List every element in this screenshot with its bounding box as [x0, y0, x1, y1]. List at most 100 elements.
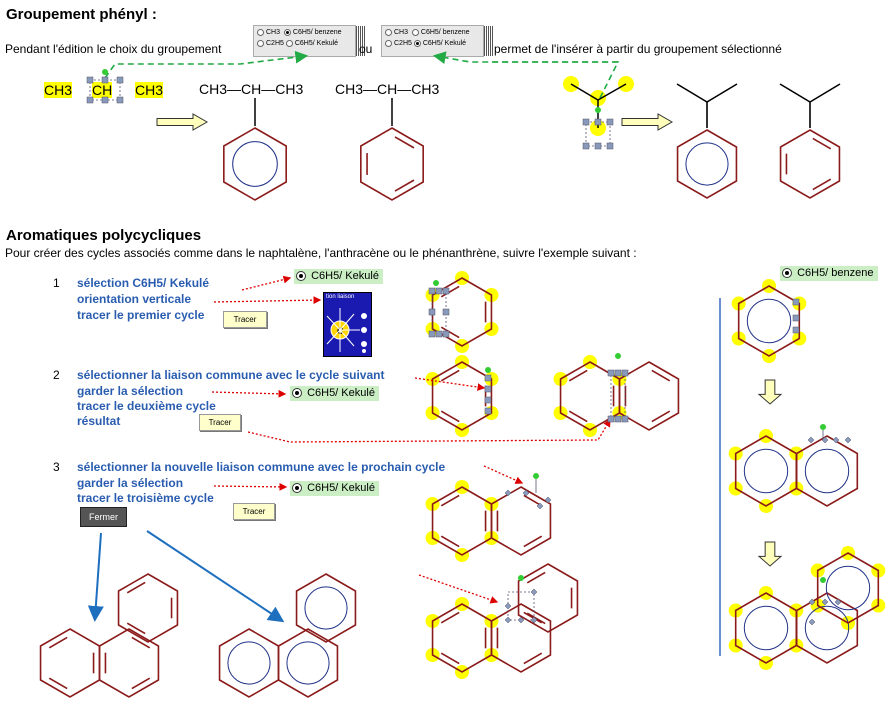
- selection-handle: [821, 598, 829, 606]
- radio-selected-icon[interactable]: [413, 39, 421, 47]
- rotation-handle: [533, 473, 539, 479]
- radio-icon[interactable]: [411, 28, 419, 36]
- double-bond: [568, 369, 588, 382]
- bond-line: [779, 83, 811, 103]
- selection-handle: [607, 369, 615, 377]
- radio-selected-icon[interactable]: [292, 483, 302, 494]
- ring-bond: [517, 563, 579, 633]
- red-dotted-arrow: [213, 296, 322, 305]
- option-kekule[interactable]: C6H5/ Kekulé: [290, 481, 379, 496]
- rotation-handle: [820, 424, 826, 430]
- tracer-button[interactable]: Tracer: [199, 414, 241, 431]
- radio-icon[interactable]: [257, 39, 264, 47]
- double-bond: [523, 535, 543, 548]
- step-arrow-icon: [156, 113, 209, 131]
- double-bond: [440, 494, 460, 507]
- selection-handle: [484, 374, 492, 382]
- aromatic-circle: [685, 142, 729, 186]
- formula-cumene-kekule: CH3—CH—CH3: [335, 81, 440, 97]
- selection-handle: [544, 496, 552, 504]
- rotation-handle: [102, 69, 108, 75]
- double-bond: [440, 535, 460, 548]
- ring-bond: [431, 277, 493, 347]
- step-1-line-2: orientation verticale: [77, 292, 192, 306]
- selection-handle: [844, 436, 852, 444]
- green-dashed-arrow: [104, 50, 309, 79]
- radio-selected-icon[interactable]: [296, 271, 306, 282]
- instruction-after: permet de l'insérer à partir du groupeme…: [494, 42, 782, 56]
- ring-bond: [277, 628, 339, 698]
- label-ch3-right[interactable]: CH3: [135, 82, 164, 98]
- double-bond: [440, 326, 460, 339]
- radio-icon[interactable]: [285, 39, 293, 47]
- radio-selected-icon[interactable]: [292, 388, 302, 399]
- selection-handle: [808, 618, 816, 626]
- selection-handle: [428, 330, 436, 338]
- liaison-orientation-panel[interactable]: tion liaison C: [323, 292, 372, 357]
- selection-handle: [607, 415, 615, 423]
- tracer-button[interactable]: Tracer: [223, 311, 267, 328]
- aromatic-circle: [825, 565, 871, 611]
- option-kekule[interactable]: C6H5/ Kekulé: [294, 269, 383, 284]
- selection-handle: [530, 588, 538, 596]
- double-bond: [812, 137, 832, 150]
- radio-selected-icon[interactable]: [283, 28, 291, 36]
- double-bond: [440, 285, 460, 298]
- instruction-before: Pendant l'édition le choix du groupement: [5, 42, 222, 56]
- ring-bond: [431, 486, 493, 556]
- radio-icon[interactable]: [257, 28, 264, 36]
- selection-handle: [536, 502, 544, 510]
- double-bond: [440, 652, 460, 665]
- tracer-button[interactable]: Tracer: [233, 503, 275, 520]
- formula-cumene-benzene: CH3—CH—CH3: [199, 81, 304, 97]
- option-kekule[interactable]: C6H5/ Kekulé: [290, 386, 379, 401]
- selection-handle: [116, 96, 124, 104]
- liaison-dial-icon: C: [326, 308, 367, 353]
- aromatic-circle: [743, 605, 789, 651]
- option-benzene[interactable]: C6H5/ benzene: [780, 266, 878, 281]
- double-bond: [394, 179, 415, 192]
- aromatic-circle: [804, 448, 850, 494]
- blue-arrow: [146, 530, 285, 623]
- ring-bond: [795, 435, 859, 507]
- ring-bond: [98, 628, 160, 698]
- step-number: 2: [53, 368, 60, 382]
- rotation-handle: [485, 367, 491, 373]
- ring-bond: [295, 573, 357, 643]
- selection-handle: [582, 118, 590, 126]
- label-ch3-left[interactable]: CH3: [44, 82, 73, 98]
- selection-handle: [821, 436, 829, 444]
- fermer-button[interactable]: Fermer: [80, 507, 127, 527]
- double-bond: [126, 622, 146, 635]
- blue-arrow: [87, 532, 104, 622]
- double-bond: [526, 612, 546, 625]
- step-2-line-3: tracer le deuxième cycle: [77, 399, 216, 413]
- aromatic-circle: [743, 448, 789, 494]
- selection-handle: [582, 142, 590, 150]
- selection-handle: [530, 616, 538, 624]
- radio-icon[interactable]: [385, 39, 392, 47]
- selection-handle: [522, 489, 530, 497]
- ring-bond: [816, 552, 880, 624]
- double-bond: [131, 677, 151, 690]
- red-dotted-arrow: [247, 418, 611, 443]
- radio-icon[interactable]: [385, 28, 392, 36]
- bond-line: [706, 83, 738, 103]
- ring-bond: [676, 129, 738, 199]
- selection-handle: [86, 76, 94, 84]
- double-bond: [526, 571, 546, 584]
- step-2-line-4: résultat: [77, 414, 121, 428]
- aromatic-circle: [232, 141, 278, 187]
- double-bond: [126, 581, 146, 594]
- radio-selected-icon[interactable]: [782, 268, 792, 279]
- ring-bond: [360, 127, 424, 201]
- red-dotted-arrow: [211, 389, 287, 398]
- label-ch[interactable]: CH: [92, 82, 113, 98]
- liaison-panel-title: tion liaison: [326, 294, 355, 300]
- selection-handle: [504, 602, 512, 610]
- selection-handle: [606, 142, 614, 150]
- group-selector-kekule[interactable]: CH3 C6H5/ benzene C2H5 C6H5/ Kekulé: [381, 25, 494, 57]
- selection-handle: [442, 287, 450, 295]
- ring-bond: [490, 486, 552, 556]
- double-bond: [394, 136, 415, 149]
